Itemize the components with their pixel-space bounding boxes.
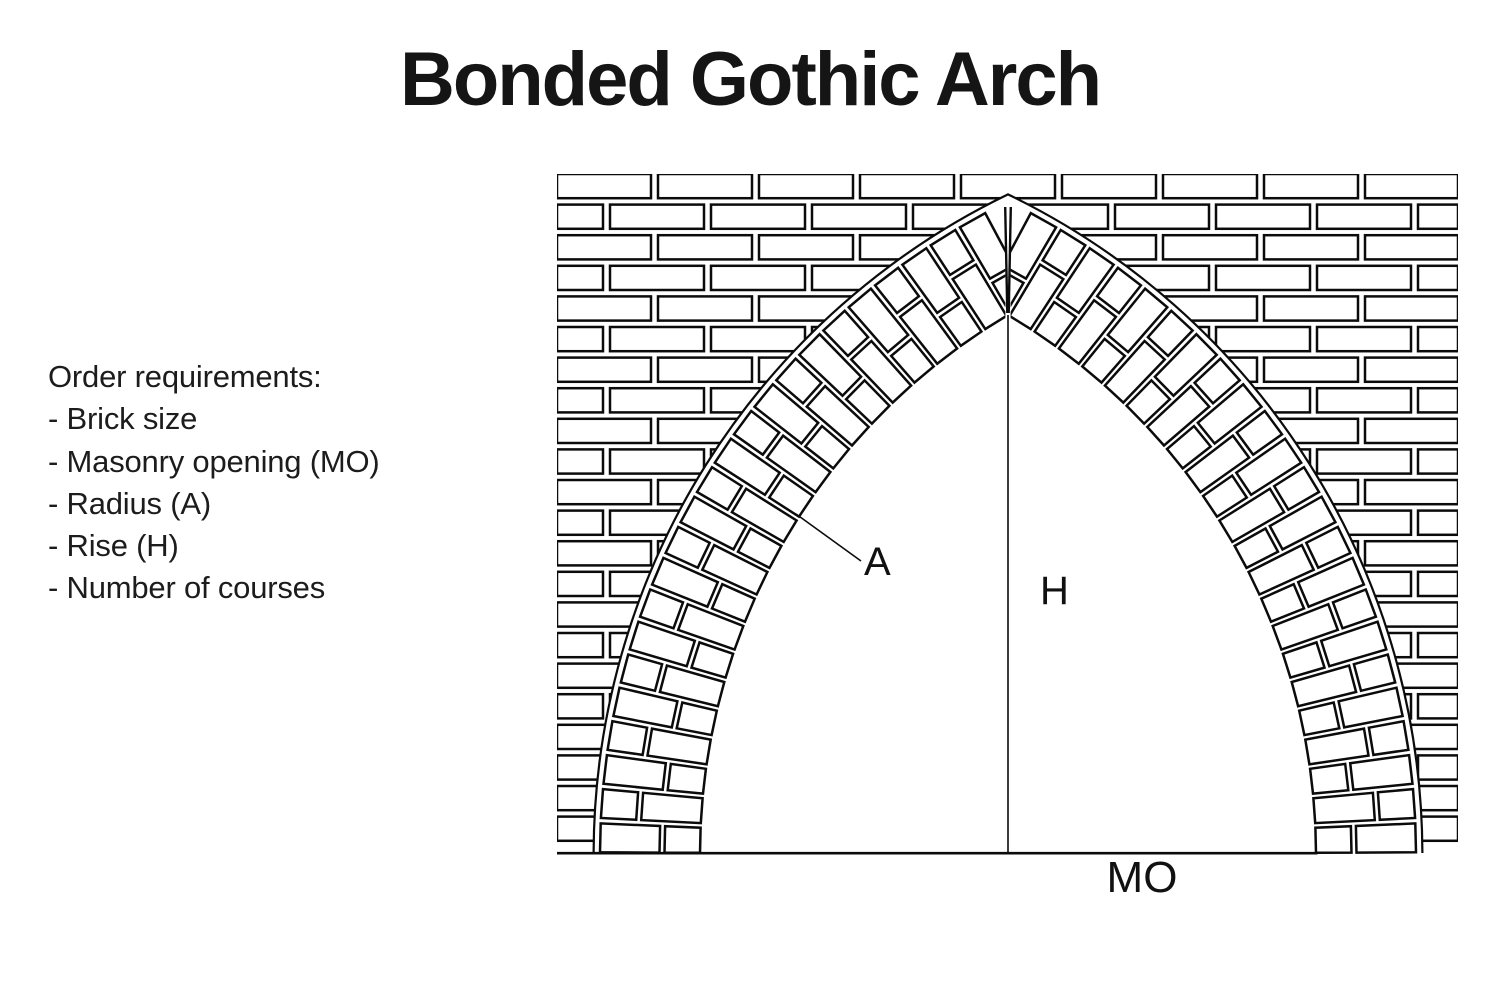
masonry-opening-label: MO <box>1106 853 1178 902</box>
order-requirements-heading: Order requirements: <box>48 359 322 394</box>
keystone-joint <box>1004 206 1012 314</box>
page-title: Bonded Gothic Arch <box>399 37 1102 122</box>
rise-label: H <box>1040 569 1069 613</box>
arch-ring-left <box>598 211 1006 854</box>
requirement-item-brick-size: - Brick size <box>48 401 198 437</box>
wall-cut-edge <box>592 193 1424 854</box>
requirement-item-courses: - Number of courses <box>48 570 326 606</box>
requirement-item-radius: - Radius (A) <box>48 485 211 521</box>
requirement-item-rise: - Rise (H) <box>48 528 179 564</box>
arch-ring-right <box>1010 211 1418 854</box>
radius-leader-line <box>795 513 862 562</box>
radius-label: A <box>864 540 891 584</box>
order-requirements-list: Order requirements: - Brick size - Mason… <box>48 356 380 610</box>
requirement-item-masonry-opening: - Masonry opening (MO) <box>48 443 380 479</box>
